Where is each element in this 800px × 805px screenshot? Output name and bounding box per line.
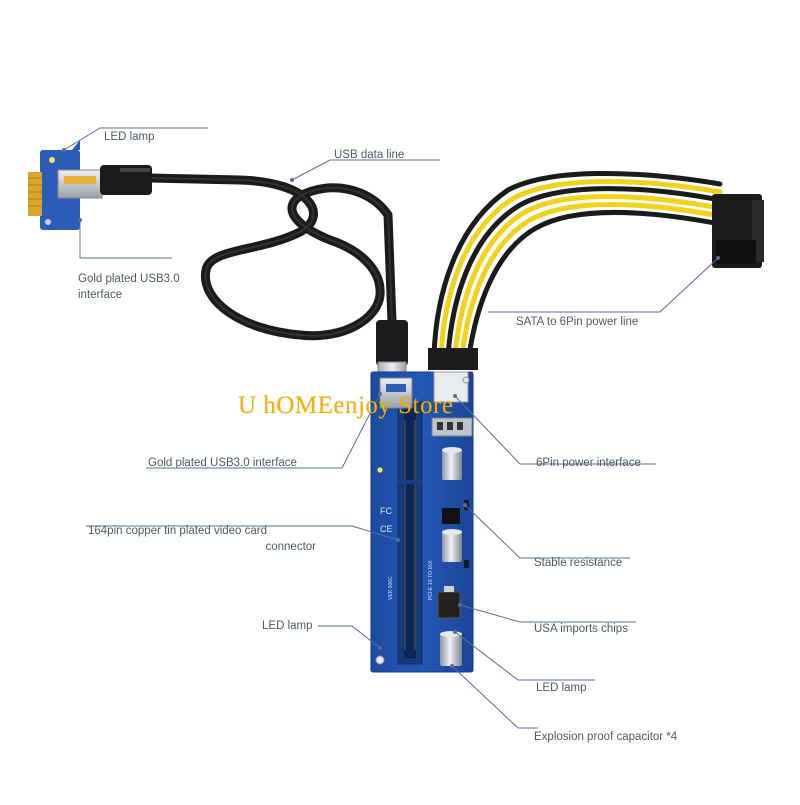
label-copper-connector-2: connector	[265, 541, 316, 553]
led-lamp-board	[377, 467, 383, 473]
usb-cable	[100, 165, 408, 381]
pcie-x1-adapter	[28, 140, 103, 230]
label-led-lamp-top: LED lamp	[104, 131, 155, 143]
label-led-lamp-left: LED lamp	[262, 620, 313, 632]
label-copper-connector-1: 164pin copper tin plated video card	[88, 525, 268, 537]
riser-board: CE FC VER 006C PCI-E 1X TO 16X	[370, 371, 474, 673]
board-mark-ver: VER 006C	[388, 576, 394, 600]
label-usb-data-line: USB data line	[334, 149, 405, 161]
6pin-plug	[428, 348, 478, 370]
watermark: U hOMEenjoy Store	[238, 392, 454, 419]
label-sata-line: SATA to 6Pin power line	[516, 316, 639, 328]
label-led-lamp-right: LED lamp	[536, 682, 587, 694]
board-mark-ce: CE	[380, 524, 393, 534]
led-lamp-small	[49, 157, 55, 163]
usa-chip	[437, 591, 461, 619]
label-usa-chips: USA imports chips	[534, 623, 628, 635]
sata-6pin-cable	[428, 170, 764, 370]
label-gold-usb-mid: Gold plated USB3.0 interface	[148, 457, 297, 469]
board-mark-fc: FC	[380, 506, 392, 516]
board-mark-pcie: PCI-E 1X TO 16X	[428, 560, 434, 600]
label-explosion-capacitor: Explosion proof capacitor *4	[534, 731, 678, 743]
label-6pin-interface: 6Pin power interface	[536, 457, 641, 469]
gold-fingers	[28, 172, 42, 216]
callout-dots	[62, 148, 720, 668]
inductor	[442, 508, 460, 524]
sata-connector	[712, 194, 764, 268]
callout-lines	[63, 127, 719, 729]
usb-plug-top	[100, 165, 152, 195]
capacitors	[440, 447, 462, 666]
usb3-port-riser	[379, 377, 413, 409]
label-gold-usb-top-1: Gold plated USB3.0	[78, 273, 180, 285]
6pin-header	[433, 371, 469, 403]
label-gold-usb-top-2: interface	[78, 289, 123, 301]
usb-plug-bottom	[376, 320, 408, 366]
label-stable-resistance: Stable resistance	[534, 557, 623, 569]
